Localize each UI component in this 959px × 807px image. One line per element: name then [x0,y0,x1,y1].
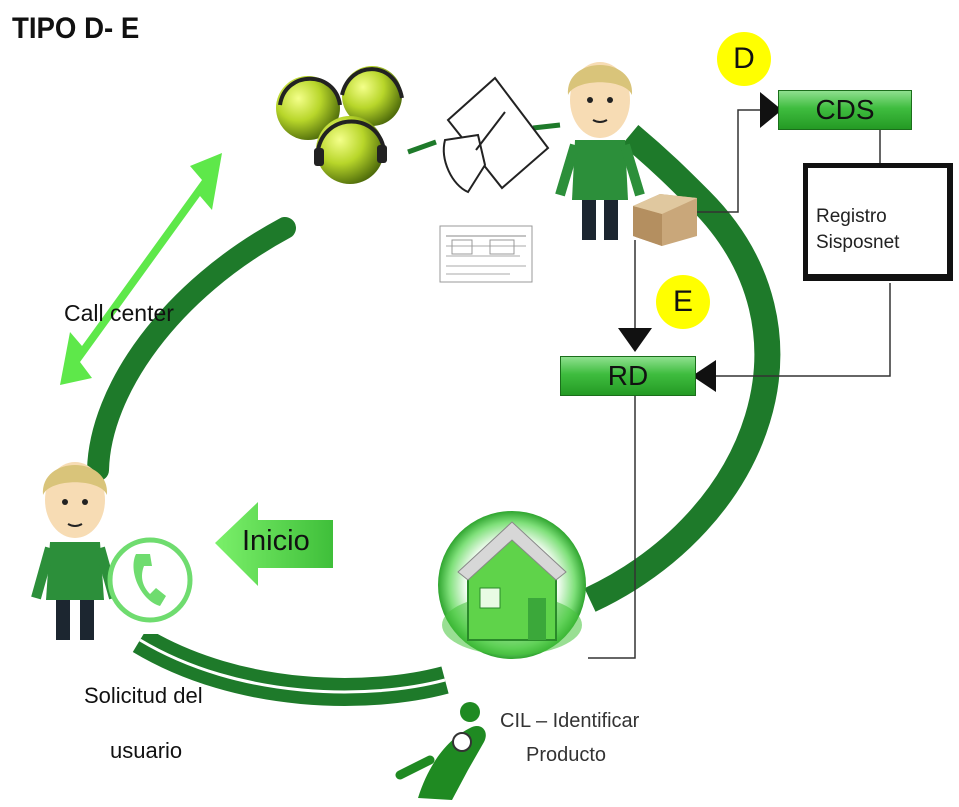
phone-icon [107,522,196,634]
cil-label-line-2: Producto [526,744,607,766]
form-document-icon [439,225,533,283]
cycle-ring [87,122,781,706]
page-title: TIPO D- E [12,12,140,45]
cds-box-label: CDS [815,94,875,125]
registro-line-2: Sisposnet [816,232,900,253]
headsets-icon [276,66,404,184]
tag-e: E [656,275,710,329]
rd-box-label: RD [607,360,649,391]
registro-sisposnet-box: Registro Sisposnet [803,163,953,281]
rd-left-arrowhead [692,360,716,392]
cycle-arc-right [584,125,781,612]
user-avatar [31,462,119,640]
box-icon [633,194,697,246]
agent-avatar [555,62,645,240]
search-figure-icon [395,702,486,800]
call-center-label: Call center [64,300,174,326]
tag-d-label: D [733,42,755,75]
rd-down-arrowhead [618,328,652,352]
registro-line-1: Registro [816,206,887,227]
connectors [588,109,891,659]
writing-hand-icon [442,76,550,194]
solicitud-label-line-1: Solicitud del [84,683,203,708]
inicio-label: Inicio [242,525,310,557]
cycle-arc-bottom-inner [139,638,446,694]
cycle-arc-top-dash-1 [407,139,437,155]
tag-d: D [717,32,771,86]
house-icon [438,511,586,659]
rd-box: RD [560,356,696,396]
cds-arrowhead [760,92,782,128]
call-center-arrow [60,153,222,385]
cycle-arc-top-dash-2 [532,122,561,131]
solicitud-label-line-2: usuario [110,738,183,763]
cil-label-line-1: CIL – Identificar [500,710,640,732]
cds-box: CDS [778,90,912,130]
registro-text: Registro Sisposnet [816,204,899,256]
cycle-arc-left [87,217,296,481]
tag-e-label: E [672,285,693,318]
inicio-arrow [215,502,333,586]
